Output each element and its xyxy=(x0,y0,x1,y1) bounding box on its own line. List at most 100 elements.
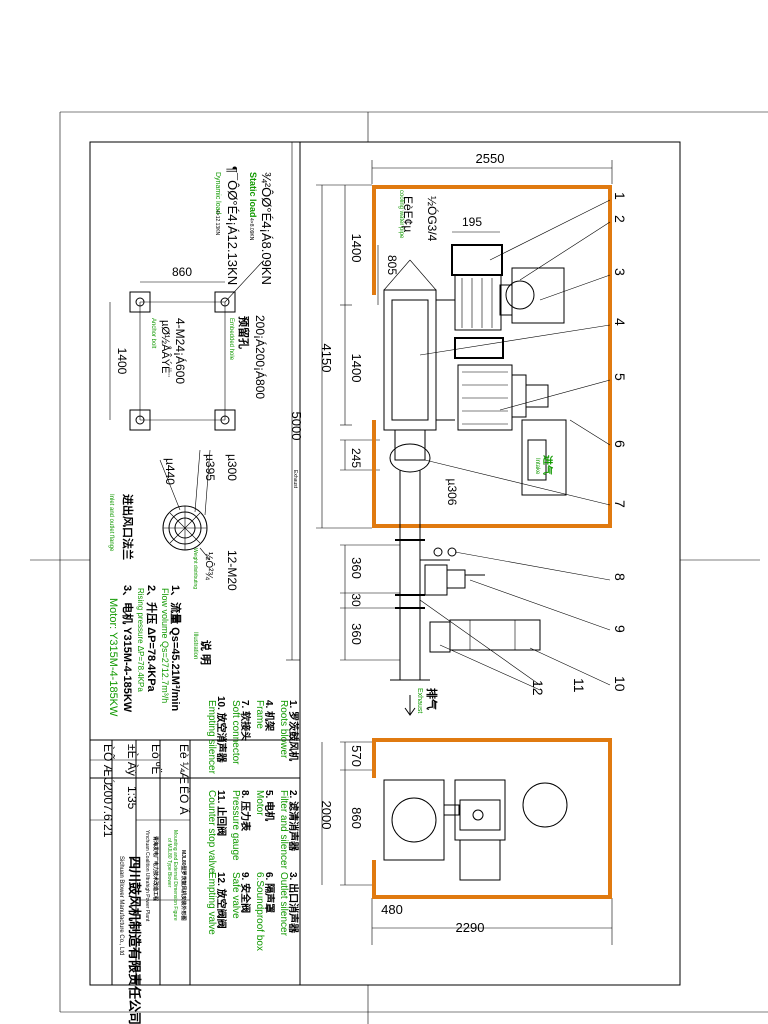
weight-note: Weight distributing xyxy=(192,548,198,589)
exhaust-cn-label: 排气 xyxy=(425,688,439,710)
tb-checker: Eó ºË xyxy=(149,744,163,774)
tb-date: 2007.6.21 xyxy=(101,784,115,838)
part-11: 11. 止回阀 xyxy=(215,790,228,836)
flange-d395: µ395 xyxy=(203,454,217,481)
static-load-value: ¾²ÔØ°É4¡Á8.09KN xyxy=(259,172,274,285)
flange-title-en: Inlet and outlet flange xyxy=(108,494,114,552)
title-block-texts: Eè ¼Æ ÊÓ Ã Eó ºË ±È Àý 1:35 ÈÕ ÆÚ 2007.6… xyxy=(101,744,192,1024)
static-load-en: Static load xyxy=(248,172,258,218)
dim-1400b: 1400 xyxy=(349,354,364,383)
part-7-en: Soft connector xyxy=(230,700,241,765)
callout-3: 3 xyxy=(612,268,628,276)
dynamic-load-en: Dynamic load xyxy=(214,172,221,215)
pipe-degree-label: ½ÓG3/4 xyxy=(425,196,440,242)
plan-view xyxy=(372,738,612,899)
hole-size: 200¡Á200¡Á800 xyxy=(253,315,268,399)
dynamic-load-value: ¶¯ÔØ°É4¡Á12.13KN xyxy=(225,166,240,285)
callout-numbers: 1 2 3 4 5 6 7 8 9 10 11 12 xyxy=(530,192,628,696)
cooling-pipe-label: cooling water pipe xyxy=(398,190,404,239)
dim-860: 860 xyxy=(349,807,364,829)
intake-en-label: Intake xyxy=(534,458,540,475)
part-1: 1. 罗茨鼓风机 xyxy=(287,700,300,761)
title-block xyxy=(90,142,301,985)
dim-195: 195 xyxy=(462,215,482,229)
callout-8: 8 xyxy=(612,573,628,581)
tb-designer: Eè ¼Æ xyxy=(177,744,191,784)
part-3: 3. 出口消声器 xyxy=(287,872,300,934)
dim-4150: 4150 xyxy=(319,344,334,373)
callout-1: 1 xyxy=(612,192,628,200)
flange-bolts: 12-M20 xyxy=(225,550,239,591)
tb-company-en: Sichuan Blower Manufacture Co., Ltd xyxy=(118,856,124,955)
tb-drawing-name-cn: MJL80型罗茨鼓风机安装外形图 xyxy=(180,850,187,921)
callout-9: 9 xyxy=(612,625,628,633)
intake-cn-label: 进气 xyxy=(541,455,554,475)
spec-flow: 1、流量 Qs=45.21M³/min xyxy=(169,585,183,712)
part-9: 9. 安全阀 xyxy=(239,872,252,913)
spec-motor-en: Motor: Y315M-4-185KW xyxy=(107,598,119,717)
callout-10: 10 xyxy=(612,676,628,692)
dim-2000: 2000 xyxy=(319,801,334,830)
illustration-heading: 说 明 xyxy=(199,640,213,665)
dynamic-load-kn: 4×12.13KN xyxy=(214,210,220,236)
part-2-en: Filter and silencer xyxy=(278,790,289,870)
part-10: 10. 放空消声器 xyxy=(215,696,228,764)
foundation-plan xyxy=(109,261,263,431)
flange-d440: µ440 xyxy=(163,458,177,485)
part-6: 6. 隔声罩 xyxy=(263,872,276,913)
part-1-en: Roots blower xyxy=(278,700,289,759)
spec-motor: 3、电机 Y315M-4-185KW xyxy=(121,585,135,713)
foot-height: 1400 xyxy=(115,348,129,375)
dim-570: 570 xyxy=(349,745,364,767)
dim-245: 245 xyxy=(349,448,363,468)
spec-pressure: 2、升压 ΔP=78.4KPa xyxy=(145,585,159,693)
exhaust-small-label: Exhaust xyxy=(292,470,298,489)
sheet-frame xyxy=(30,111,768,1024)
part-4: 4. 机架 xyxy=(263,700,276,731)
dim-5000: 5000 xyxy=(289,412,304,441)
part-7: 7. 软接头 xyxy=(239,700,252,741)
flange-angle: ½Ô²¾ xyxy=(203,552,216,580)
spec-pressure-en: Rising pressure ΔP=78.4KPa xyxy=(136,588,145,692)
dim-2290: 2290 xyxy=(456,920,485,935)
callout-6: 6 xyxy=(612,440,628,448)
load-labels: ¾²ÔØ°É4¡Á8.09KN Static load 4×8.09KN ¶¯Ô… xyxy=(115,166,274,399)
part-6-en: 6.Soundproof box xyxy=(254,872,265,951)
flange-d300: µ300 xyxy=(225,454,239,481)
dim-360a: 360 xyxy=(349,557,364,579)
dim-30: 30 xyxy=(349,593,363,607)
static-load-kn: 4×8.09KN xyxy=(248,218,254,241)
dim-1400a: 1400 xyxy=(349,234,364,263)
callout-2: 2 xyxy=(612,215,628,223)
flange-detail xyxy=(159,449,211,561)
callout-4: 4 xyxy=(612,318,628,326)
part-11-en: Counter stop valve xyxy=(206,790,217,874)
foot-width: 860 xyxy=(172,265,192,279)
callout-12: 12 xyxy=(530,680,546,696)
part-12: 12. 放空阀阀 xyxy=(215,872,228,929)
tb-drawing-name-en1: Mounting and External Dimension Figure xyxy=(172,830,178,921)
part-12-en: Empting valve xyxy=(206,872,217,935)
tb-project-cn: 青海发电厂电力技术改造工程 xyxy=(152,836,159,901)
part-9-en: Safe valve xyxy=(230,872,241,919)
spec-flow-en: Flow volume Qs=2712.7m³/h xyxy=(160,588,170,703)
callout-5: 5 xyxy=(612,373,628,381)
part-8-en: Pressure gauge xyxy=(230,790,241,861)
dim-360b: 360 xyxy=(349,623,364,645)
flange-labels: µ300 µ395 µ440 12-M20 ½Ô²¾ 进出风口法兰 Inlet … xyxy=(108,454,239,591)
bolt-cn: µØ½ÅÂÝË¨ xyxy=(159,320,172,377)
embedded-hole-en: Embedded hole xyxy=(228,318,234,361)
callout-11: 11 xyxy=(571,678,587,693)
part-10-en: Empting silencer xyxy=(206,700,217,775)
part-4-en: Frame xyxy=(254,700,265,729)
part-2: 2. 滤清消声器 xyxy=(287,790,300,852)
flange-title-cn: 进出风口法兰 xyxy=(121,494,135,560)
part-3-en: Outlet silencer xyxy=(278,872,289,937)
bolt-spec: 4-M24¡Á600 xyxy=(173,318,188,384)
side-elevation-view xyxy=(372,185,612,716)
dim-306: µ306 xyxy=(445,479,459,506)
callout-7: 7 xyxy=(612,500,628,508)
anchor-bolt-en: Anchor bolt xyxy=(150,318,156,349)
callout-leaders xyxy=(419,199,611,691)
dimension-lines xyxy=(286,141,613,945)
